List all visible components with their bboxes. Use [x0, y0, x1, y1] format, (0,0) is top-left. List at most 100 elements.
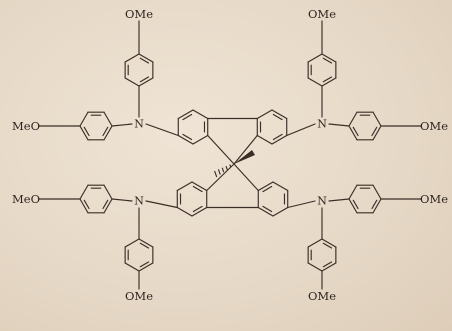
n-anisyl-bond: [328, 198, 350, 202]
fluorene-top-left-ring-bond: [177, 134, 194, 145]
anisyl-ring-top-left-bond: [138, 53, 154, 63]
spiro-bond: [207, 134, 235, 165]
anisyl-ring-top-right-double-bond: [322, 57, 333, 64]
anisyl-ring-mid-right-lower-double-bond: [371, 199, 378, 210]
fluorene-bottom-right-ring-double-bond: [262, 205, 273, 213]
methoxy-label-top-left: OMe: [125, 7, 153, 21]
anisyl-ring-mid-left-lower-double-bond: [83, 199, 90, 210]
spiro-wedge-bond: [234, 150, 255, 164]
anisyl-ring-mid-left-upper-bond: [79, 111, 89, 127]
nitrogen-atom-bottom-left: N: [134, 195, 144, 208]
n-aryl-bond: [145, 123, 179, 137]
methoxy-label-mid-right-upper: OMe: [420, 119, 448, 133]
spiro-hash-bond: [217, 169, 221, 175]
fluorene-bottom-right-ring-bond: [272, 206, 289, 217]
anisyl-ring-bottom-right-bond: [307, 262, 323, 272]
fluorene-bottom-right-ring-double-bond: [262, 185, 273, 193]
fluorene-top-right-ring-double-bond: [272, 113, 283, 121]
anisyl-ring-mid-right-upper-bond: [348, 125, 358, 141]
anisyl-ring-bottom-left-bond: [124, 238, 140, 248]
nitrogen-atom-bottom-right: N: [317, 195, 327, 208]
spiro-bond: [206, 163, 235, 192]
anisyl-ring-bottom-left-double-bond: [139, 261, 150, 268]
methoxy-label-mid-left-lower: MeO: [12, 192, 40, 206]
anisyl-ring-top-left-bond: [124, 53, 140, 63]
anisyl-ring-top-right-bond: [321, 53, 337, 63]
fluorene-bottom-left-ring-double-bond: [192, 185, 203, 193]
anisyl-ring-top-right-bond: [321, 77, 337, 87]
fluorene-bottom-left-ring-bond: [191, 181, 208, 192]
anisyl-ring-mid-right-lower-double-bond: [352, 199, 359, 210]
anisyl-ring-bottom-right-double-bond: [322, 261, 333, 268]
bond-lines: [38, 20, 422, 290]
spiro-bond: [233, 134, 258, 165]
fluorene-top-right-ring-bond: [271, 134, 288, 145]
n-anisyl-bond: [111, 198, 133, 202]
n-anisyl-bond: [328, 123, 350, 127]
anisyl-ring-bottom-left-bond: [138, 262, 154, 272]
spiro-hash-bond: [229, 164, 232, 168]
anisyl-ring-top-left-double-bond: [139, 57, 150, 64]
anisyl-ring-mid-right-upper-bond: [372, 125, 382, 141]
nitrogen-atom-top-left: N: [134, 118, 144, 131]
methoxy-label-mid-right-lower: OMe: [420, 192, 448, 206]
fluorene-top-left-ring-double-bond: [182, 113, 193, 121]
n-anisyl-bond: [111, 123, 133, 127]
fluorene-top-left-ring-bond: [192, 109, 209, 120]
fluorene-bottom-right-ring-bond: [272, 181, 289, 192]
anisyl-ring-mid-left-lower-double-bond: [102, 199, 109, 210]
anisyl-ring-bottom-left-bond: [138, 238, 154, 248]
fluorene-bottom-left-ring-bond: [176, 206, 193, 217]
fluorene-bottom-left-ring-bond: [191, 206, 208, 217]
anisyl-ring-bottom-right-bond: [321, 238, 337, 248]
fluorene-bottom-left-ring-bond: [176, 181, 193, 192]
anisyl-ring-mid-left-upper-double-bond: [83, 126, 90, 137]
methoxy-label-mid-left-upper: MeO: [12, 119, 40, 133]
fluorene-top-left-ring-bond: [177, 109, 194, 120]
anisyl-ring-top-right-double-bond: [322, 76, 333, 83]
fluorene-bottom-right-ring-bond: [257, 206, 274, 217]
methoxy-label-bottom-left: OMe: [125, 289, 153, 303]
anisyl-ring-top-left-bond: [124, 77, 140, 87]
anisyl-ring-mid-left-upper-bond: [79, 125, 89, 141]
anisyl-ring-mid-left-lower-bond: [103, 198, 113, 214]
anisyl-ring-mid-left-lower-bond: [79, 184, 89, 200]
anisyl-ring-bottom-left-double-bond: [139, 242, 150, 249]
anisyl-ring-mid-right-lower-bond: [348, 198, 358, 214]
anisyl-ring-top-right-bond: [307, 77, 323, 87]
spiro-hash-bond: [225, 166, 228, 170]
anisyl-ring-mid-left-upper-bond: [103, 111, 113, 127]
anisyl-ring-mid-left-lower-bond: [79, 198, 89, 214]
spiro-hash-bond: [221, 167, 225, 173]
fluorene-top-left-ring-double-bond: [182, 133, 193, 141]
anisyl-ring-mid-right-lower-bond: [372, 184, 382, 200]
anisyl-ring-mid-left-upper-double-bond: [102, 126, 109, 137]
anisyl-ring-mid-right-lower-bond: [348, 184, 358, 200]
fluorene-top-right-ring-bond: [256, 109, 273, 120]
anisyl-ring-top-left-double-bond: [139, 76, 150, 83]
anisyl-ring-mid-left-lower-bond: [103, 184, 113, 200]
anisyl-ring-bottom-right-bond: [307, 238, 323, 248]
fluorene-bottom-left-ring-double-bond: [192, 205, 203, 213]
spiro-hash-bond: [214, 170, 218, 178]
anisyl-ring-top-right-bond: [307, 53, 323, 63]
anisyl-ring-bottom-left-bond: [124, 262, 140, 272]
anisyl-ring-top-left-bond: [138, 77, 154, 87]
anisyl-ring-mid-right-upper-bond: [372, 111, 382, 127]
n-aryl-bond: [287, 200, 316, 209]
fluorene-bottom-right-ring-bond: [257, 181, 274, 192]
anisyl-ring-mid-right-upper-double-bond: [371, 126, 378, 137]
methoxy-label-top-right: OMe: [308, 7, 336, 21]
fluorene-top-right-ring-bond: [256, 134, 273, 145]
fluorene-top-left-ring-bond: [192, 134, 209, 145]
anisyl-ring-mid-left-upper-bond: [103, 125, 113, 141]
anisyl-ring-bottom-right-bond: [321, 262, 337, 272]
fluorene-top-right-ring-double-bond: [272, 133, 283, 141]
n-aryl-bond: [145, 200, 178, 209]
n-aryl-bond: [286, 123, 316, 137]
spiro-bond: [233, 163, 259, 192]
anisyl-ring-mid-right-upper-double-bond: [352, 126, 359, 137]
